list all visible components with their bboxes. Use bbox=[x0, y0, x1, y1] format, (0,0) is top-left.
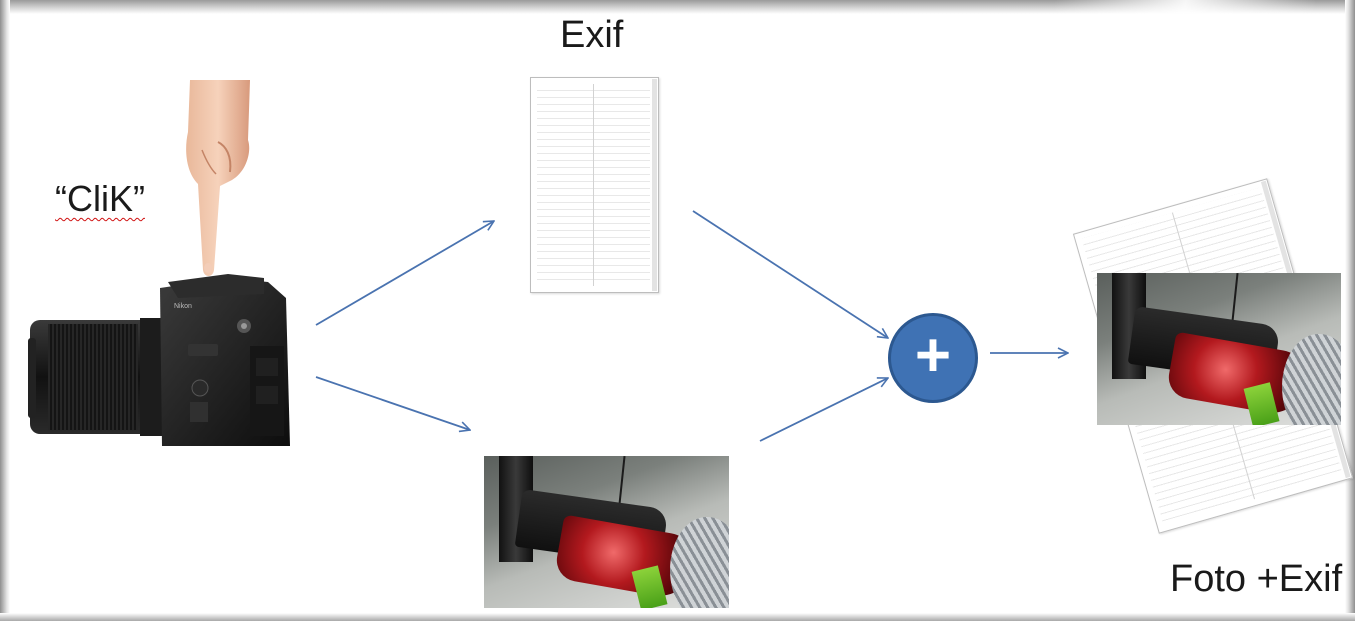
slide-frame-right bbox=[1345, 0, 1355, 621]
result-label: Foto +Exif bbox=[1170, 558, 1343, 600]
svg-text:Nikon: Nikon bbox=[174, 303, 192, 310]
slide-frame-bottom bbox=[0, 613, 1355, 621]
result-photo bbox=[1097, 273, 1341, 425]
exif-title: Exif bbox=[560, 14, 624, 56]
arrow-photo-to-plus bbox=[759, 378, 888, 442]
pointing-finger-icon bbox=[186, 80, 250, 276]
click-label: “CliK” bbox=[55, 178, 145, 219]
bike-tail-light-photo bbox=[484, 456, 729, 608]
slide-frame-top bbox=[0, 0, 1355, 14]
exif-table-document-icon bbox=[530, 77, 659, 293]
arrow-camera-to-photo bbox=[315, 376, 470, 430]
plus-icon: + bbox=[888, 313, 978, 403]
dslr-camera-icon: Nikon bbox=[28, 274, 290, 446]
slide-frame-left bbox=[0, 0, 10, 621]
arrow-camera-to-exif bbox=[315, 221, 494, 326]
arrow-exif-to-plus bbox=[692, 210, 888, 338]
